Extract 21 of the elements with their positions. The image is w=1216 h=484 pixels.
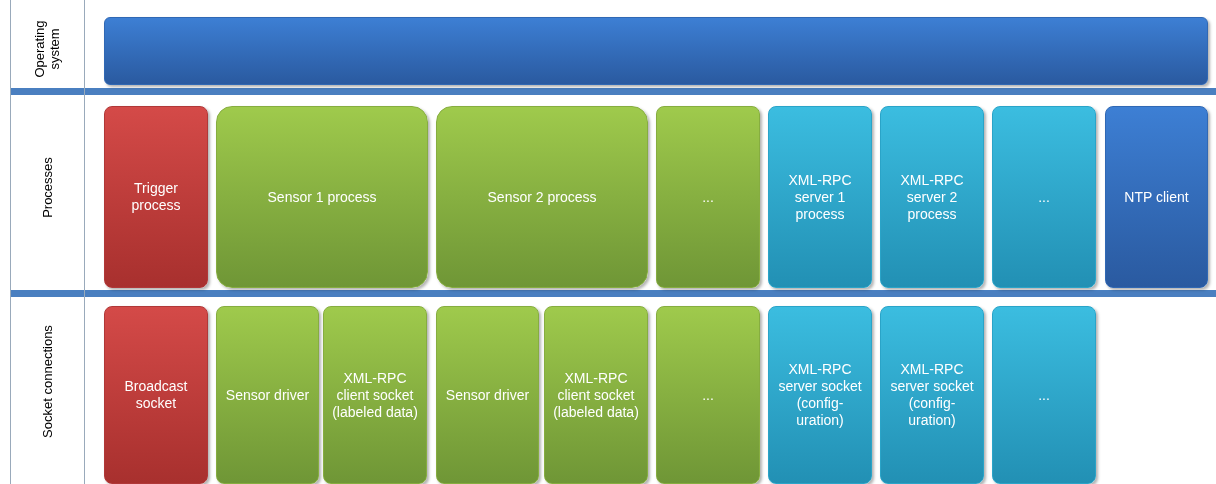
os-bar bbox=[104, 17, 1208, 85]
process-box: ... bbox=[992, 106, 1096, 288]
process-box: XML-RPC server socket (config-uration) bbox=[768, 306, 872, 484]
process-box: Sensor driver bbox=[436, 306, 539, 484]
process-box: ... bbox=[656, 106, 760, 288]
process-box: XML-RPC client socket (labeled data) bbox=[323, 306, 427, 484]
process-box: ... bbox=[656, 306, 760, 484]
row-label: Processes bbox=[39, 156, 55, 220]
process-box: Trigger process bbox=[104, 106, 208, 288]
row-label: Operating system bbox=[32, 19, 62, 80]
process-box: ... bbox=[992, 306, 1096, 484]
process-box: XML-RPC client socket (labeled data) bbox=[544, 306, 648, 484]
process-box: Sensor 2 process bbox=[436, 106, 648, 288]
process-box: NTP client bbox=[1105, 106, 1208, 288]
process-box: XML-RPC server socket (config-uration) bbox=[880, 306, 984, 484]
process-box: Broadcast socket bbox=[104, 306, 208, 484]
process-box: XML-RPC server 2 process bbox=[880, 106, 984, 288]
process-box: Sensor driver bbox=[216, 306, 319, 484]
process-box: Sensor 1 process bbox=[216, 106, 428, 288]
row-label: Socket connections bbox=[39, 324, 55, 440]
process-box: XML-RPC server 1 process bbox=[768, 106, 872, 288]
